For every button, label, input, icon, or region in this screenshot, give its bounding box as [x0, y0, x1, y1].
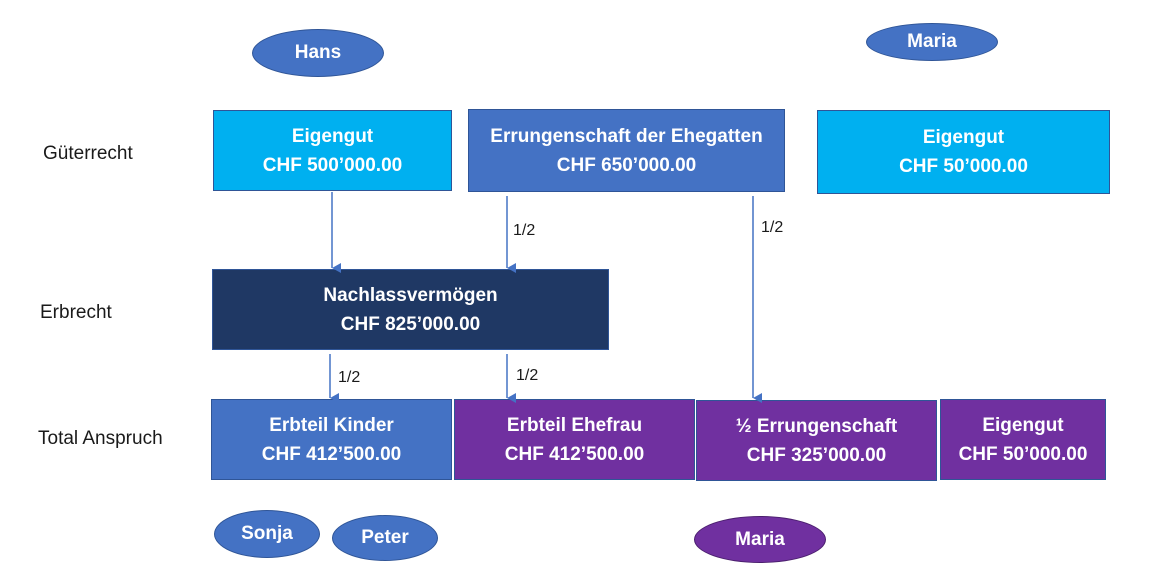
halb-errungenschaft-title: ½ Errungenschaft [735, 415, 898, 437]
person-maria-label: Maria [907, 31, 957, 52]
fraction-nachlass-to-ehefrau: 1/2 [516, 367, 539, 384]
hans-eigengut-amount: CHF 500’000.00 [262, 154, 403, 176]
person-maria-bottom-oval: Maria [694, 516, 826, 563]
maria-eigengut-amount: CHF 50’000.00 [899, 156, 1028, 177]
errungenschaft-box: Errungenschaft der Ehegatten CHF 650’000… [468, 109, 785, 192]
errungenschaft-amount: CHF 650’000.00 [556, 154, 697, 176]
person-hans-label: Hans [294, 42, 342, 63]
person-sonja-oval: Sonja [214, 510, 320, 558]
erbteil-kinder-title: Erbteil Kinder [269, 414, 394, 436]
eigengut-total-title: Eigengut [982, 414, 1064, 436]
nachlassvermoegen-box: Nachlassvermögen CHF 825’000.00 [212, 269, 609, 350]
person-sonja-label: Sonja [241, 523, 293, 544]
person-peter-oval: Peter [332, 515, 438, 561]
erbteil-kinder-box: Erbteil Kinder CHF 412’500.00 [211, 399, 452, 480]
fraction-errungenschaft-to-nachlass: 1/2 [513, 222, 536, 239]
person-maria-oval: Maria [866, 23, 998, 61]
nachlassvermoegen-title: Nachlassvermögen [323, 284, 498, 306]
fraction-errungenschaft-to-halb: 1/2 [761, 219, 784, 236]
maria-eigengut-title: Eigengut [922, 127, 1005, 148]
halb-errungenschaft-box: ½ Errungenschaft CHF 325’000.00 [696, 400, 937, 481]
nachlassvermoegen-amount: CHF 825’000.00 [340, 313, 481, 335]
person-maria-bottom-label: Maria [735, 528, 785, 550]
errungenschaft-title: Errungenschaft der Ehegatten [490, 125, 763, 147]
row-label-gueterrecht: Güterrecht [43, 143, 133, 164]
hans-eigengut-box: Eigengut CHF 500’000.00 [213, 110, 452, 191]
eigengut-total-box: Eigengut CHF 50’000.00 [940, 399, 1106, 480]
erbteil-ehefrau-title: Erbteil Ehefrau [506, 414, 643, 436]
row-label-total-anspruch: Total Anspruch [38, 428, 163, 449]
fraction-nachlass-to-kinder: 1/2 [338, 369, 361, 386]
person-peter-label: Peter [361, 527, 409, 548]
person-hans-oval: Hans [252, 29, 384, 77]
hans-eigengut-title: Eigengut [291, 125, 374, 147]
maria-eigengut-box: Eigengut CHF 50’000.00 [817, 110, 1110, 194]
halb-errungenschaft-amount: CHF 325’000.00 [746, 444, 887, 466]
eigengut-total-amount: CHF 50’000.00 [958, 443, 1088, 465]
erbteil-ehefrau-box: Erbteil Ehefrau CHF 412’500.00 [454, 399, 695, 480]
erbteil-ehefrau-amount: CHF 412’500.00 [504, 443, 645, 465]
erbteil-kinder-amount: CHF 412’500.00 [261, 443, 402, 465]
row-label-erbrecht: Erbrecht [40, 302, 112, 323]
